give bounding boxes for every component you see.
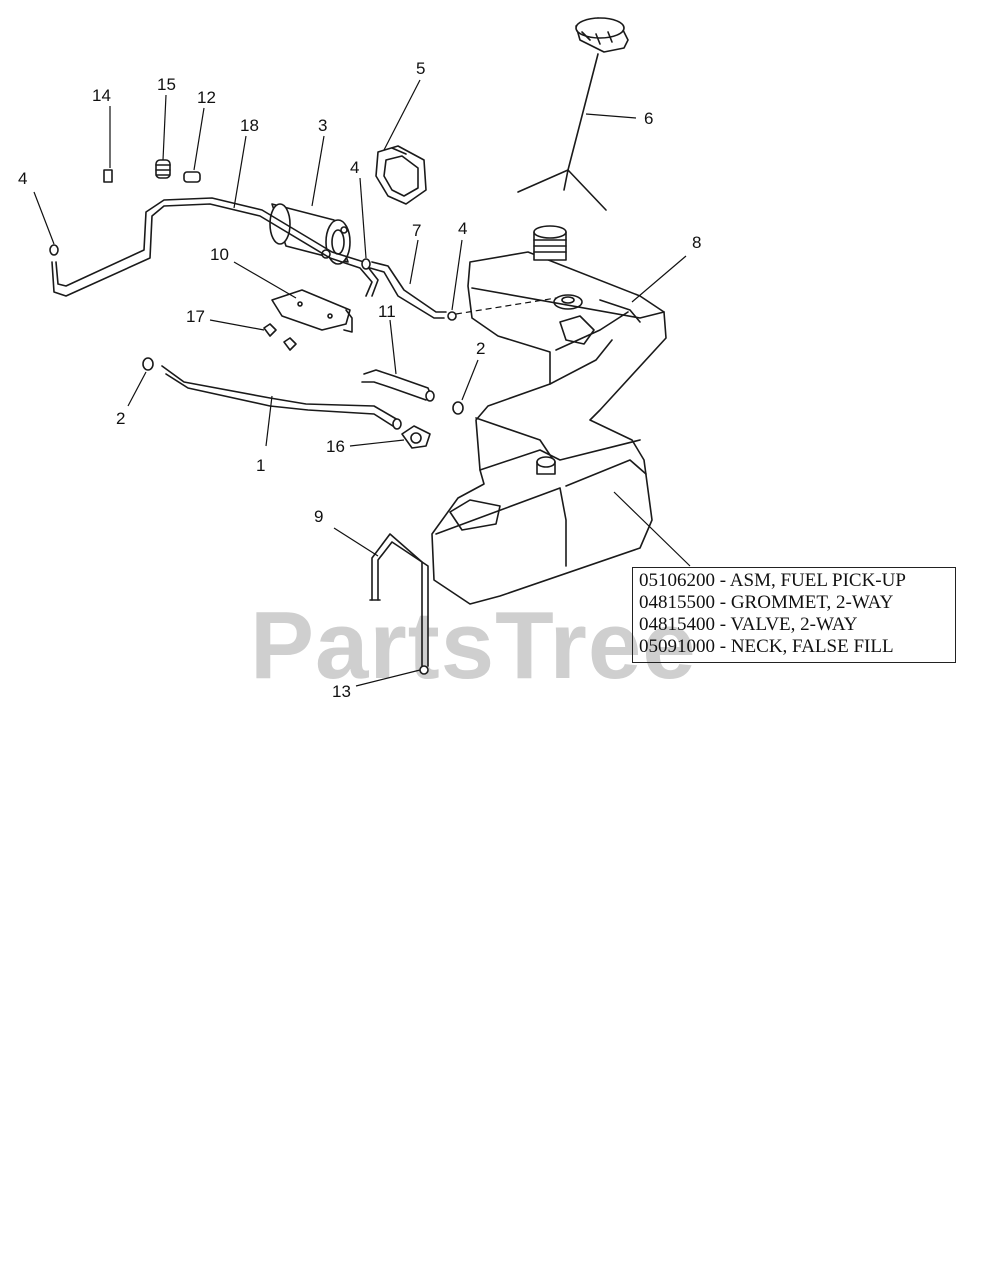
callout-1: 1 <box>256 456 265 475</box>
note-line-neck: 05091000 - NECK, FALSE FILL <box>639 636 894 657</box>
callout-2b: 2 <box>476 339 485 358</box>
note-line-grommet: 04815500 - GROMMET, 2-WAY <box>639 592 894 613</box>
fuel-line <box>161 365 402 430</box>
canister-bracket <box>271 289 353 333</box>
callout-11: 11 <box>378 302 396 321</box>
callout-10: 10 <box>210 245 229 264</box>
hose-11 <box>361 369 435 402</box>
note-line-valve: 04815400 - VALVE, 2-WAY <box>639 614 858 635</box>
callout-2a: 2 <box>116 409 125 428</box>
leader-lines <box>33 79 691 687</box>
callout-4b: 4 <box>350 158 359 177</box>
fitting-13 <box>419 665 429 675</box>
line-clamp <box>401 425 431 449</box>
fitting-4a <box>49 244 59 256</box>
fitting-14 <box>103 169 113 183</box>
filler-neck <box>533 225 567 261</box>
fitting-2b <box>452 401 464 415</box>
parts-note-box: 05106200 - ASM, FUEL PICK-UP 04815500 - … <box>632 567 956 663</box>
callout-16: 16 <box>326 437 345 456</box>
fuel-tank <box>431 251 667 605</box>
note-line-fuel-pickup: 05106200 - ASM, FUEL PICK-UP <box>639 570 906 591</box>
callout-4c: 4 <box>458 219 467 238</box>
callout-8: 8 <box>692 233 701 252</box>
callout-7: 7 <box>412 221 421 240</box>
callout-15: 15 <box>157 75 176 94</box>
fitting-4c <box>447 311 457 321</box>
callout-3: 3 <box>318 116 327 135</box>
bolt-17 <box>263 323 277 337</box>
connection-dash <box>455 297 557 315</box>
callout-9: 9 <box>314 507 323 526</box>
callout-17: 17 <box>186 307 205 326</box>
fittings <box>49 159 464 675</box>
hose-clamp <box>375 145 427 205</box>
fuel-cap <box>517 17 629 211</box>
callout-13: 13 <box>332 682 351 701</box>
callout-labels: 14 15 12 18 3 4 4 5 6 7 4 8 10 17 11 2 2… <box>18 59 701 701</box>
tank-strap <box>369 533 429 667</box>
fitting-2a <box>142 357 154 371</box>
fitting-4b <box>361 258 371 270</box>
callout-12: 12 <box>197 88 216 107</box>
bolt-17b <box>283 337 297 351</box>
fitting-12 <box>183 171 201 183</box>
watermark: PartsTree <box>250 592 697 699</box>
hose-7 <box>369 261 447 319</box>
fuel-filter-canister <box>269 203 351 265</box>
callout-6: 6 <box>644 109 653 128</box>
callout-18: 18 <box>240 116 259 135</box>
callout-5: 5 <box>416 59 425 78</box>
callout-4a: 4 <box>18 169 27 188</box>
callout-14: 14 <box>92 86 111 105</box>
